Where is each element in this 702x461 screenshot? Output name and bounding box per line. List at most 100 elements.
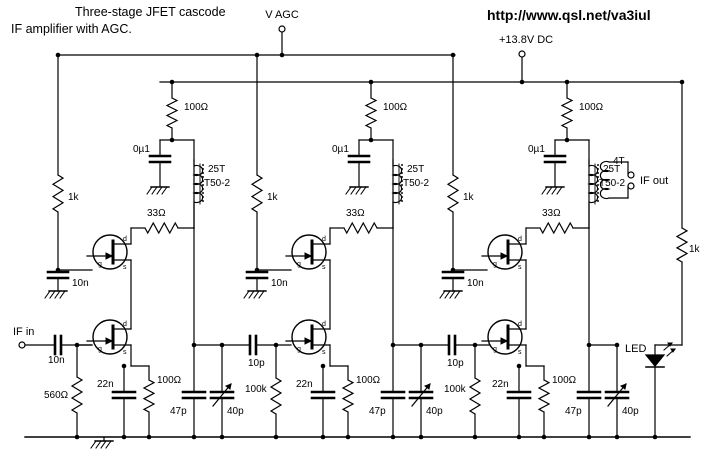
junction-dot <box>345 434 351 440</box>
dc-terminal <box>518 50 526 58</box>
junction-dot <box>564 137 570 143</box>
input-resistor-label: 560Ω <box>44 390 69 401</box>
pin-label-gate: g <box>297 346 301 353</box>
source-resistor-label: 100Ω <box>552 375 577 386</box>
pin-label-gate: g <box>98 346 102 353</box>
pin-label-source: s <box>518 349 522 356</box>
pin-label-source: s <box>123 264 127 271</box>
tank-cap-label: 47p <box>565 406 582 417</box>
junction-dot <box>368 137 374 143</box>
gate-bypass-label: 10n <box>72 278 89 289</box>
junction-dot <box>74 434 80 440</box>
junction-dot <box>472 434 478 440</box>
gate-resistor-label: 1k <box>267 192 279 203</box>
title-line-1: Three-stage JFET cascode <box>75 5 226 19</box>
coil-core-label: T50-2 <box>403 178 430 189</box>
junction-dot <box>254 52 260 58</box>
junction-dot <box>390 434 396 440</box>
if-in-terminal <box>18 341 26 349</box>
pin-label-source: s <box>322 264 326 271</box>
coil-turns-label: 25T <box>603 164 620 175</box>
junction-dot <box>320 363 326 369</box>
junction-dot <box>652 434 658 440</box>
drain-resistor-label: 100Ω <box>579 102 604 113</box>
junction-dot <box>121 363 127 369</box>
coupling-cap-label: 10p <box>447 358 464 369</box>
coil-turns-label: 25T <box>208 164 225 175</box>
coil-core-label: T50-2 <box>204 178 231 189</box>
pin-label-gate: g <box>493 346 497 353</box>
led-label: LED <box>625 343 646 355</box>
pin-label-drain: d <box>518 236 522 243</box>
pin-label-gate: g <box>493 261 497 268</box>
drain-resistor-label: 100Ω <box>184 102 209 113</box>
if-in-label: IF in <box>13 326 34 338</box>
pin-label-drain: d <box>322 236 326 243</box>
bias-resistor-label: 100k <box>245 384 268 395</box>
trimmer-label: 40p <box>227 406 244 417</box>
pin-label-source: s <box>322 349 326 356</box>
junction-dot <box>586 434 592 440</box>
pin-label-source: s <box>518 264 522 271</box>
pin-label-gate: g <box>297 261 301 268</box>
diagram-title: Three-stage JFET cascode IF amplifier wi… <box>11 4 226 38</box>
if-out-terminal-a <box>627 171 635 179</box>
junction-dot <box>219 434 225 440</box>
junction-dot <box>541 434 547 440</box>
pin-label-source: s <box>123 349 127 356</box>
stab-resistor-label: 33Ω <box>346 208 365 219</box>
coupling-cap-label: 10p <box>248 358 265 369</box>
gate-resistor-label: 1k <box>463 192 475 203</box>
junction-dot <box>121 434 127 440</box>
title-line-2: IF amplifier with AGC. <box>11 22 132 36</box>
jfet-lower: d g s <box>86 319 132 356</box>
gate-bypass-label: 10n <box>271 278 288 289</box>
pin-label-drain: d <box>123 321 127 328</box>
trimmer-label: 40p <box>426 406 443 417</box>
source-resistor-label: 100Ω <box>157 375 182 386</box>
source-resistor-label: 100Ω <box>356 375 381 386</box>
gate-resistor-label: 1k <box>68 192 80 203</box>
input-network: IF in 10n 560Ω <box>13 326 93 440</box>
tank-cap-label: 47p <box>170 406 187 417</box>
agc-label: V AGC <box>265 9 299 21</box>
gate-bypass-label: 10n <box>467 278 484 289</box>
source-cap-label: 22n <box>492 379 509 390</box>
junction-dot <box>191 434 197 440</box>
junction-dot <box>516 434 522 440</box>
junction-dot <box>450 52 456 58</box>
junction-dot <box>169 137 175 143</box>
author-url: http://www.qsl.net/va3iul <box>487 7 651 23</box>
jfet-upper: d g s <box>285 234 331 271</box>
junction-dot <box>146 434 152 440</box>
decouple-cap-label: 0µ1 <box>528 144 545 155</box>
if-out-label: IF out <box>640 175 668 187</box>
junction-dot <box>55 52 61 58</box>
source-cap-label: 22n <box>296 379 313 390</box>
stab-resistor-label: 33Ω <box>542 208 561 219</box>
junction-dot <box>273 434 279 440</box>
if-out-terminal-b <box>627 182 635 190</box>
link-turns-label: 4T <box>613 156 625 167</box>
junction-dot <box>320 434 326 440</box>
drain-resistor-label: 100Ω <box>383 102 408 113</box>
pin-label-gate: g <box>98 261 102 268</box>
agc-terminal <box>278 25 286 33</box>
junction-dot <box>279 52 285 58</box>
dc-label: +13.8V DC <box>499 34 553 46</box>
coil-turns-label: 25T <box>407 164 424 175</box>
coil-core-label: T50-2 <box>599 178 626 189</box>
decouple-cap-label: 0µ1 <box>332 144 349 155</box>
junction-dot <box>519 79 525 85</box>
trimmer-label: 40p <box>622 406 639 417</box>
input-cap-label: 10n <box>48 355 65 366</box>
